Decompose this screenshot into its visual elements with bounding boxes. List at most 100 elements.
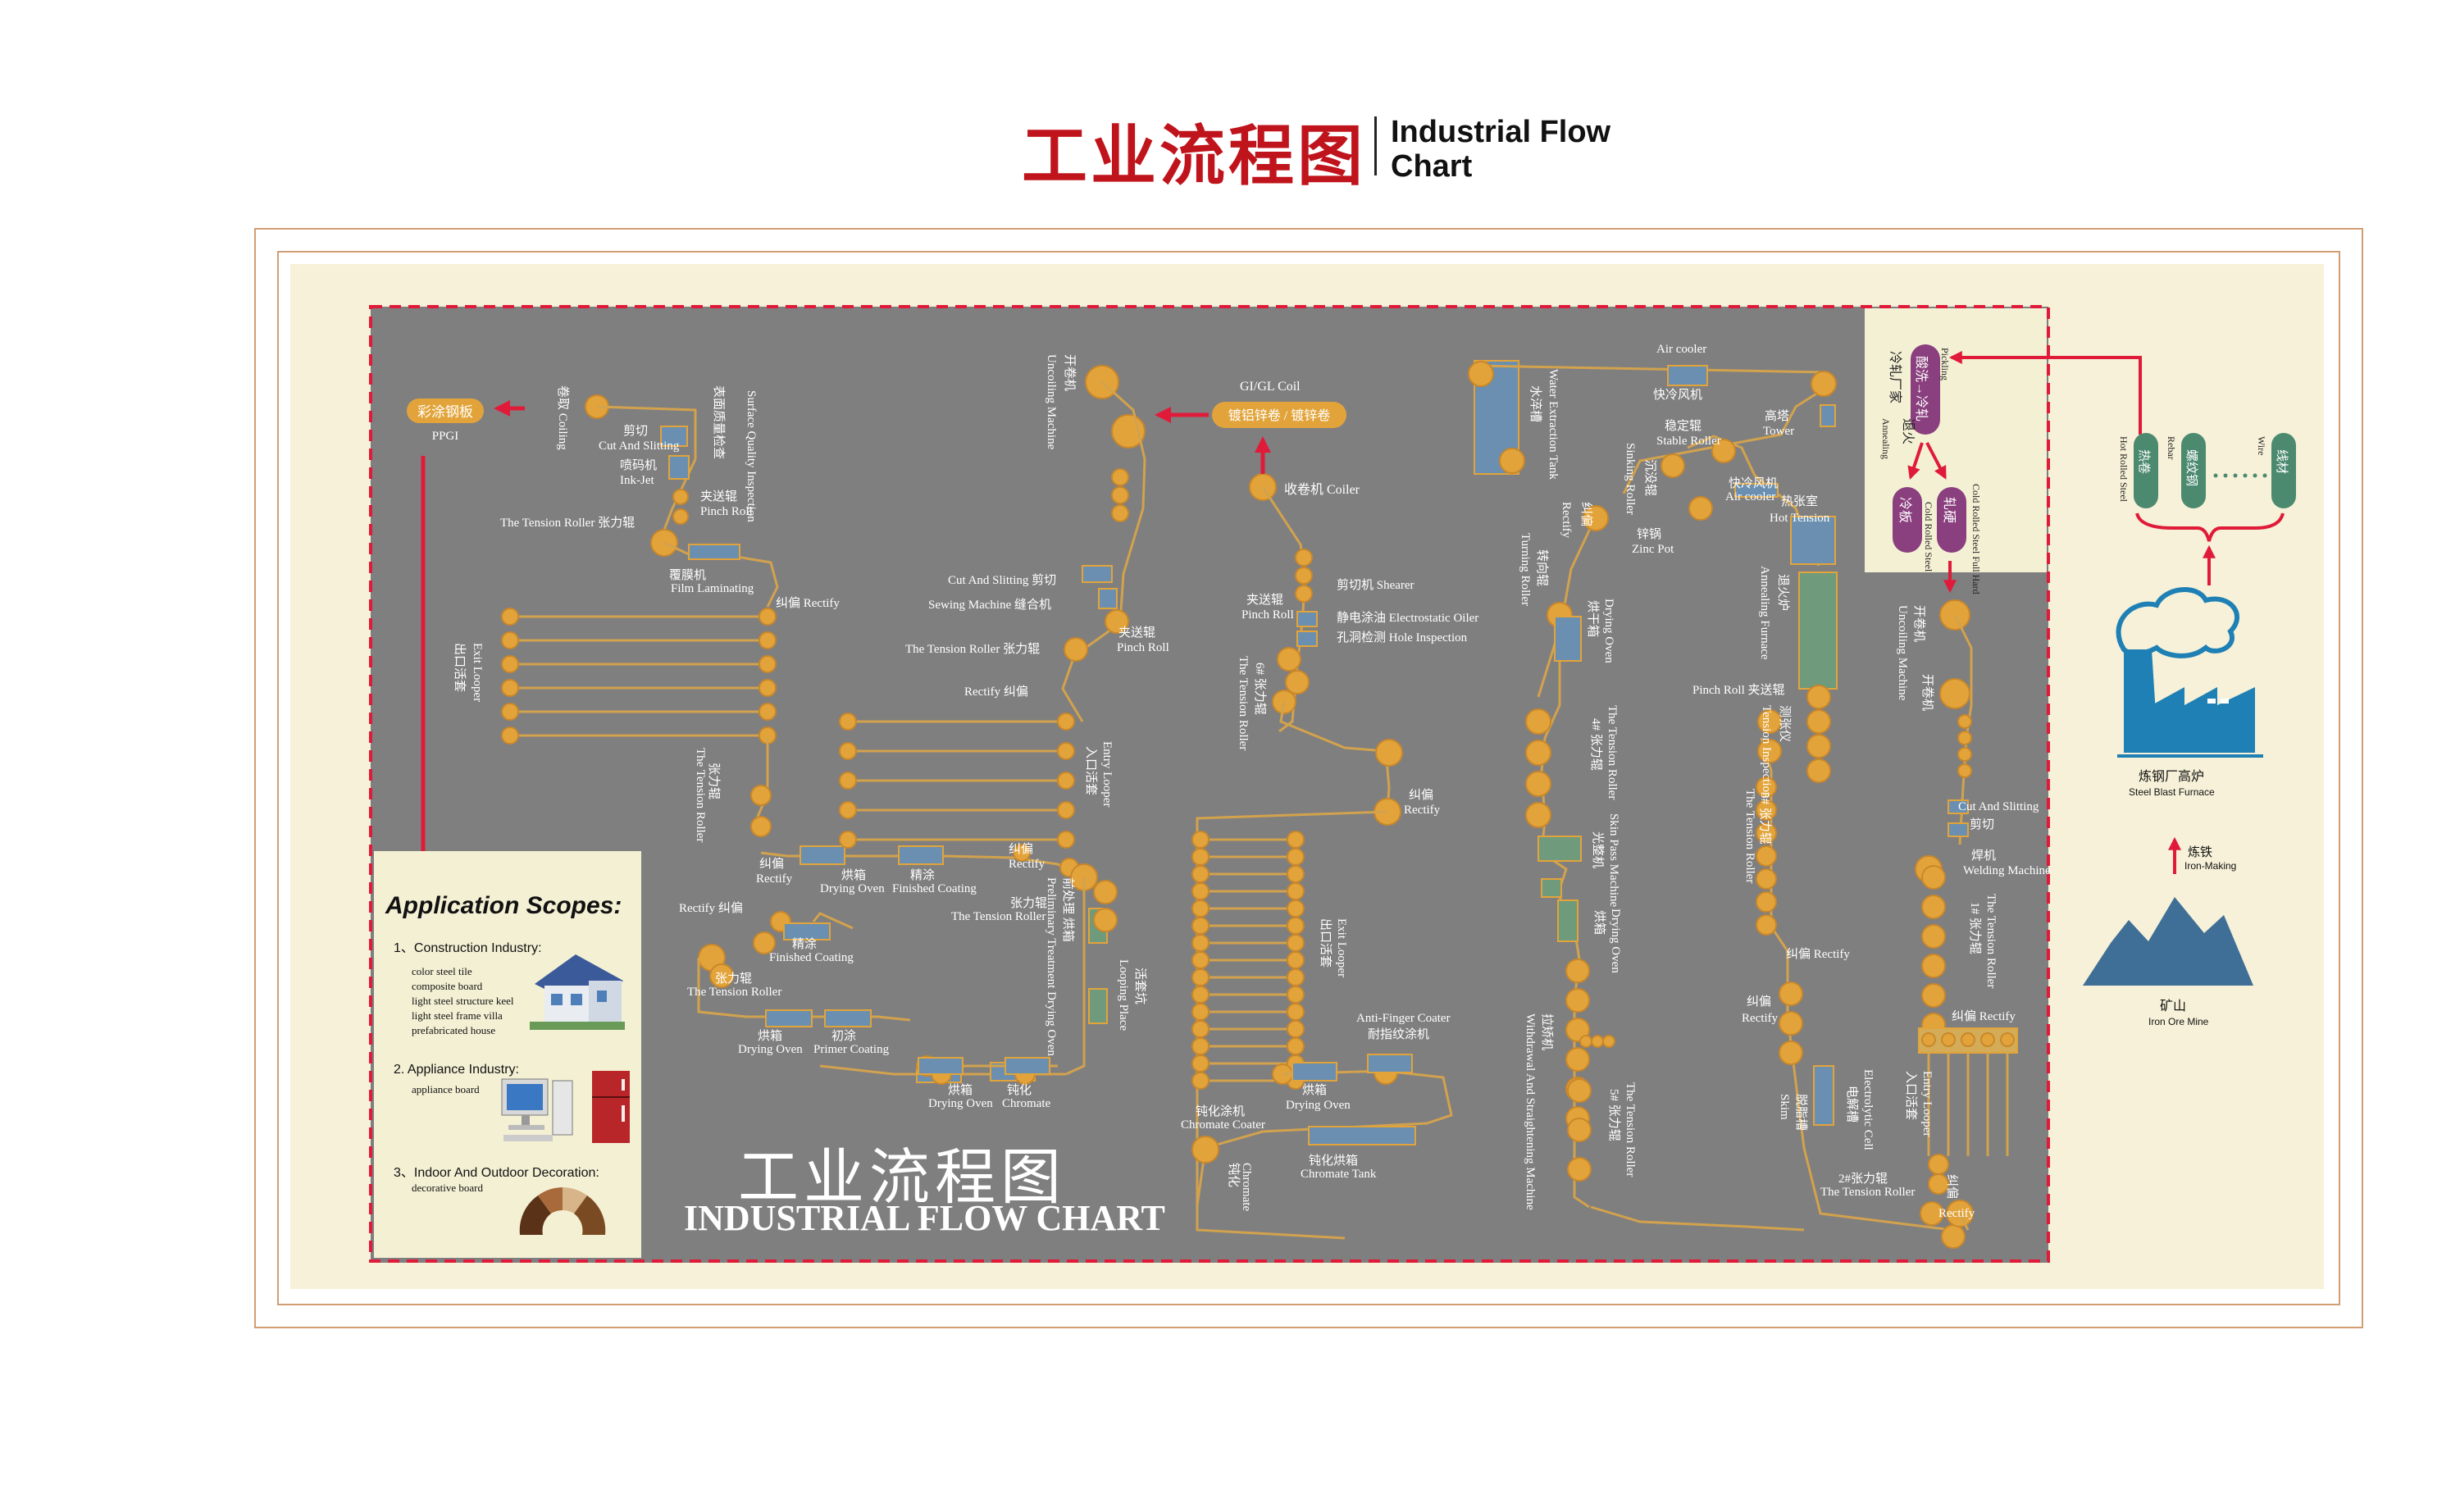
roller xyxy=(1567,1157,1592,1182)
flow-label: GI/GL Coil xyxy=(1240,380,1301,394)
upstream-label: 炼钢厂高炉 xyxy=(2139,769,2204,784)
label-turn: 转向辊 xyxy=(1535,549,1549,586)
roller xyxy=(1287,951,1305,969)
label-rect5: Rectify 纠偏 xyxy=(964,685,1028,699)
label-sinken: Sinking Roller xyxy=(1624,443,1637,515)
label-oven3: 烘箱 xyxy=(948,1083,973,1097)
label-rect2en: Rectify xyxy=(756,872,793,886)
label-t4: 4# 张力辊 xyxy=(1589,718,1603,771)
label-t2: 2#张力辊 xyxy=(1838,1172,1888,1186)
roller xyxy=(750,785,772,806)
label-tension4en: The Tension Roller xyxy=(687,986,781,999)
label-rect6: 纠偏 xyxy=(1409,788,1433,802)
decoration-heading: 3、Indoor And Outdoor Decoration: xyxy=(394,1166,599,1180)
ellipsis-dot xyxy=(2233,473,2238,478)
roller xyxy=(1591,1035,1604,1048)
roller xyxy=(672,489,689,505)
label-hottension: 热张室 xyxy=(1781,494,1818,508)
roller xyxy=(1064,637,1088,662)
label-pinch2: 夹送辊 xyxy=(1118,626,1155,640)
wood-swatch-icon xyxy=(513,1181,612,1238)
roller xyxy=(1093,908,1118,932)
label-entrylooper: 入口活套 xyxy=(1084,746,1098,795)
upstream-label: 炼铁 xyxy=(2188,845,2212,859)
application-item: light steel structure keel xyxy=(412,995,514,1007)
flow-label: 镀铝锌卷 / 镀锌卷 xyxy=(1228,408,1330,423)
strip-line xyxy=(663,541,779,608)
roller xyxy=(1757,709,1782,734)
label-air2: 快冷风机 xyxy=(1729,476,1778,490)
roller xyxy=(1660,453,1685,478)
roller xyxy=(1191,934,1210,952)
roller xyxy=(1191,1054,1210,1073)
roller xyxy=(1941,1224,1966,1249)
label-oven3en: Drying Oven xyxy=(928,1097,993,1110)
equipment-box xyxy=(1947,799,1969,814)
label-pinch2en: Pinch Roll xyxy=(1117,641,1169,654)
flow-arrow xyxy=(1907,442,1924,480)
label-inkjeten: Ink-Jet xyxy=(620,474,654,487)
roller xyxy=(758,631,777,649)
roller xyxy=(501,703,519,721)
roller xyxy=(709,963,734,988)
strip-line xyxy=(1958,1213,1970,1231)
roller xyxy=(1525,708,1551,735)
label-t1: 1# 张力辊 xyxy=(1968,902,1982,954)
roller xyxy=(1957,763,1972,778)
equipment-box xyxy=(1813,1065,1834,1126)
roller xyxy=(1583,505,1609,531)
equipment-box xyxy=(1088,988,1108,1024)
upstream-label: 轧硬 xyxy=(1942,497,1957,523)
label-pinch1en: Pinch Roll xyxy=(700,505,753,518)
label-oven1en: Drying Oven xyxy=(820,882,885,895)
label-chrom2: 钝化 xyxy=(1227,1163,1241,1187)
label-rect11: 纠偏 Rectify xyxy=(1952,1009,2016,1023)
label-rect1: 纠偏 Rectify xyxy=(776,596,840,610)
label-welden: Welding Machine xyxy=(1963,864,2051,877)
label-oven4: 烘箱 xyxy=(1302,1083,1327,1097)
upstream-label: 矿山 xyxy=(2160,999,2186,1013)
outer-frame xyxy=(254,228,2363,1328)
label-pinch1: 夹送辊 xyxy=(700,490,737,503)
roller xyxy=(1567,1078,1592,1103)
ellipsis-dot xyxy=(2213,473,2218,478)
label-cut2: Cut And Slitting 剪切 xyxy=(948,573,1056,587)
label-t3en: The Tension Roller xyxy=(1743,789,1756,883)
label-zincen: Zinc Pot xyxy=(1632,543,1674,556)
label-surface: 表面质量检查 xyxy=(712,385,726,459)
roller xyxy=(1567,1118,1592,1142)
label-t2en: The Tension Roller xyxy=(1820,1186,1915,1199)
roller xyxy=(1191,1037,1210,1055)
equipment-box xyxy=(824,1009,872,1027)
roller xyxy=(1277,647,1301,672)
roller xyxy=(1191,831,1210,849)
roller xyxy=(1806,758,1831,783)
label-aircoolzh: 快冷风机 xyxy=(1653,388,1702,402)
roller xyxy=(1468,361,1494,387)
equipment-box xyxy=(783,922,831,940)
roller xyxy=(1921,895,1946,919)
roller xyxy=(1806,685,1831,709)
label-anneal: 退火炉 xyxy=(1776,574,1790,611)
label-t4en: The Tension Roller xyxy=(1606,705,1619,799)
label-water: 水淬槽 xyxy=(1528,385,1542,422)
roller xyxy=(1779,981,1803,1006)
label-rect9en: Rectify xyxy=(1742,1012,1779,1025)
upstream-label: 冷板 xyxy=(1897,497,1912,523)
label-primeren: Primer Coating xyxy=(813,1043,890,1056)
equipment-box xyxy=(1296,611,1318,627)
flow-label: 彩涂钢板 xyxy=(417,404,473,420)
label-cut3: Cut And Slitting xyxy=(1958,800,2039,813)
label-pretreaten: Preliminary Treatment Drying Oven xyxy=(1045,877,1058,1056)
roller xyxy=(1961,1032,1975,1047)
roller xyxy=(1287,882,1305,900)
roller xyxy=(839,742,857,760)
roller xyxy=(1525,740,1551,766)
equipment-box xyxy=(1541,878,1562,898)
decoration-list: decorative board xyxy=(412,1181,483,1195)
label-hole: 孔洞检测 Hole Inspection xyxy=(1337,631,1468,644)
label-oven6: 烘箱 xyxy=(1592,910,1606,935)
label-t1en: The Tension Roller xyxy=(1984,894,1998,988)
roller xyxy=(1287,831,1305,849)
upstream-label: Cold Rolled Steel xyxy=(1923,502,1934,572)
